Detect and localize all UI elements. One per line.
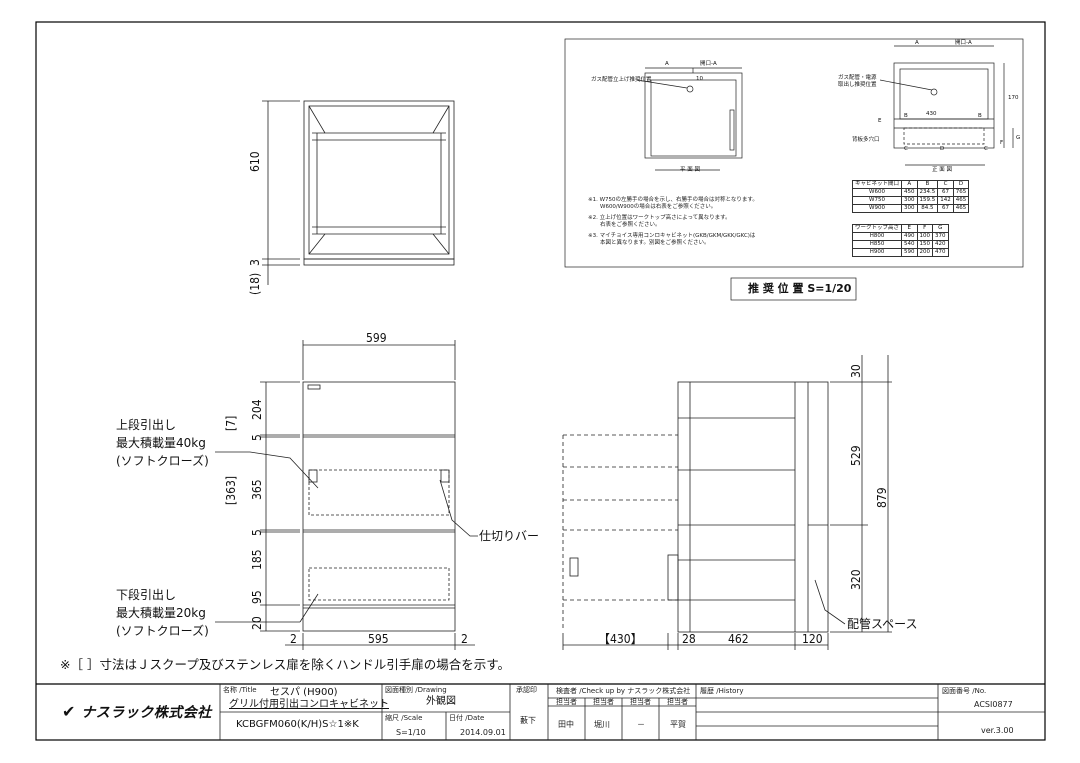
a-right: A (915, 40, 919, 46)
dim-2b: 2 (461, 632, 468, 646)
number-label: 図面番号 /No. (942, 687, 987, 695)
f-label: F (1000, 140, 1004, 146)
dim-28: 28 (682, 632, 696, 646)
dim-20: 20 (250, 616, 264, 630)
dim-879: 879 (875, 487, 889, 508)
upper-drawer-label: 上段引出し 最大積載量40kg (ソフトクローズ) (116, 418, 209, 468)
inset-box (564, 38, 1024, 301)
dim-5b: 5 (250, 529, 264, 536)
dim-320: 320 (849, 569, 863, 590)
check-col-2: 担当者 (593, 698, 614, 706)
scale-value: S=1/10 (396, 728, 426, 737)
check-col-1: 担当者 (556, 698, 577, 706)
dim-30: 30 (849, 364, 863, 378)
checker-3: － (637, 720, 645, 729)
dim-5a: 5 (250, 434, 264, 441)
section-label: 承認印 (516, 686, 537, 694)
inset-notes: ※1. W750の左勝手の場合を示し、右勝手の場合は対称となります。 W600/… (588, 197, 758, 246)
company-logo: ✔ ナスラック株式会社 (62, 702, 212, 721)
c-left: C (904, 146, 908, 152)
checker-1: 田中 (558, 720, 574, 729)
dim-204: 204 (250, 399, 264, 420)
back-opening: 背板多穴口 (852, 137, 880, 143)
side-view (562, 355, 892, 650)
dim-595: 595 (368, 632, 389, 646)
a-left: A (665, 61, 669, 67)
dim-2a: 2 (290, 632, 297, 646)
number-value: ACSI0877 (974, 700, 1013, 709)
title-block: ✔ ナスラック株式会社 名称 /Title セスパ (H900) グリル付用引出… (36, 684, 1045, 740)
check-label: 検査者 /Check up by ナスラック株式会社 (556, 687, 691, 695)
checker-4: 平賀 (670, 720, 686, 729)
model-number: KCBGFM060(K/H)S☆1※K (236, 719, 359, 730)
dim-170: 170 (1008, 95, 1019, 101)
divider-bar-label: 仕切りバー (479, 529, 540, 543)
dim-529: 529 (849, 445, 863, 466)
g-label: G (1016, 135, 1021, 141)
dim-462: 462 (728, 632, 749, 646)
elev-title: 正 面 図 (932, 167, 952, 173)
front-view (215, 340, 478, 650)
top-view (262, 100, 455, 285)
piping-space-label: 配管スペース (847, 617, 918, 631)
e-label: E (878, 118, 882, 124)
dim-599: 599 (366, 331, 387, 345)
scale-label: 縮尺 /Scale (385, 714, 423, 722)
b-right: B (978, 113, 982, 119)
c-right: C (984, 146, 988, 152)
check-col-3: 担当者 (630, 698, 651, 706)
inset-caption: 推 奨 位 置 S=1/20 (748, 282, 852, 295)
opening-a-right: 開口-A (955, 40, 972, 46)
dim-363: [363] (224, 475, 238, 505)
date-value: 2014.09.01 (460, 728, 506, 737)
section-value: 藪下 (520, 716, 536, 725)
dim-3: 3 (248, 259, 262, 266)
logo-mark-icon: ✔ (62, 702, 76, 721)
dim-120: 120 (802, 632, 823, 646)
check-col-4: 担当者 (667, 698, 688, 706)
drawing-value: 外観図 (426, 696, 456, 707)
history-label: 履歴 /History (700, 687, 744, 695)
dim-610: 610 (248, 151, 262, 172)
dim-430: 【430】 (598, 632, 643, 646)
opening-a-left: 開口-A (700, 61, 717, 67)
checker-2: 堀川 (594, 720, 610, 729)
footnote: ※［ ］寸法はＪスクープ及びステンレス扉を除くハンドル引手扉の場合を示す。 (60, 657, 510, 672)
dim-7: [7] (224, 415, 238, 431)
dim-95: 95 (250, 590, 264, 604)
dim-18: (18) (248, 272, 262, 295)
b-left: B (904, 113, 908, 119)
dim-185: 185 (250, 549, 264, 570)
gas-left: ガス配管立上げ推奨位置 (591, 77, 652, 83)
lower-drawer-label: 下段引出し 最大積載量20kg (ソフトクローズ) (116, 588, 209, 638)
date-label: 日付 /Date (449, 714, 485, 722)
title-block-grid (219, 684, 1045, 740)
plan-title: 平 面 図 (680, 167, 700, 173)
d-label: D (940, 146, 945, 152)
version: ver.3.00 (981, 726, 1014, 735)
drawing-label: 図面種別 /Drawing (385, 686, 447, 694)
title-value: セスパ (H900) (270, 687, 338, 698)
gas-right: ガス配管・電源 取出し推奨位置 (838, 75, 877, 88)
dim-10: 10 (696, 76, 703, 82)
dim-430-inset: 430 (926, 111, 937, 117)
title-label: 名称 /Title (223, 686, 257, 694)
dim-365: 365 (250, 479, 264, 500)
title-sub: グリル付用引出コンロキャビネット (229, 699, 389, 710)
